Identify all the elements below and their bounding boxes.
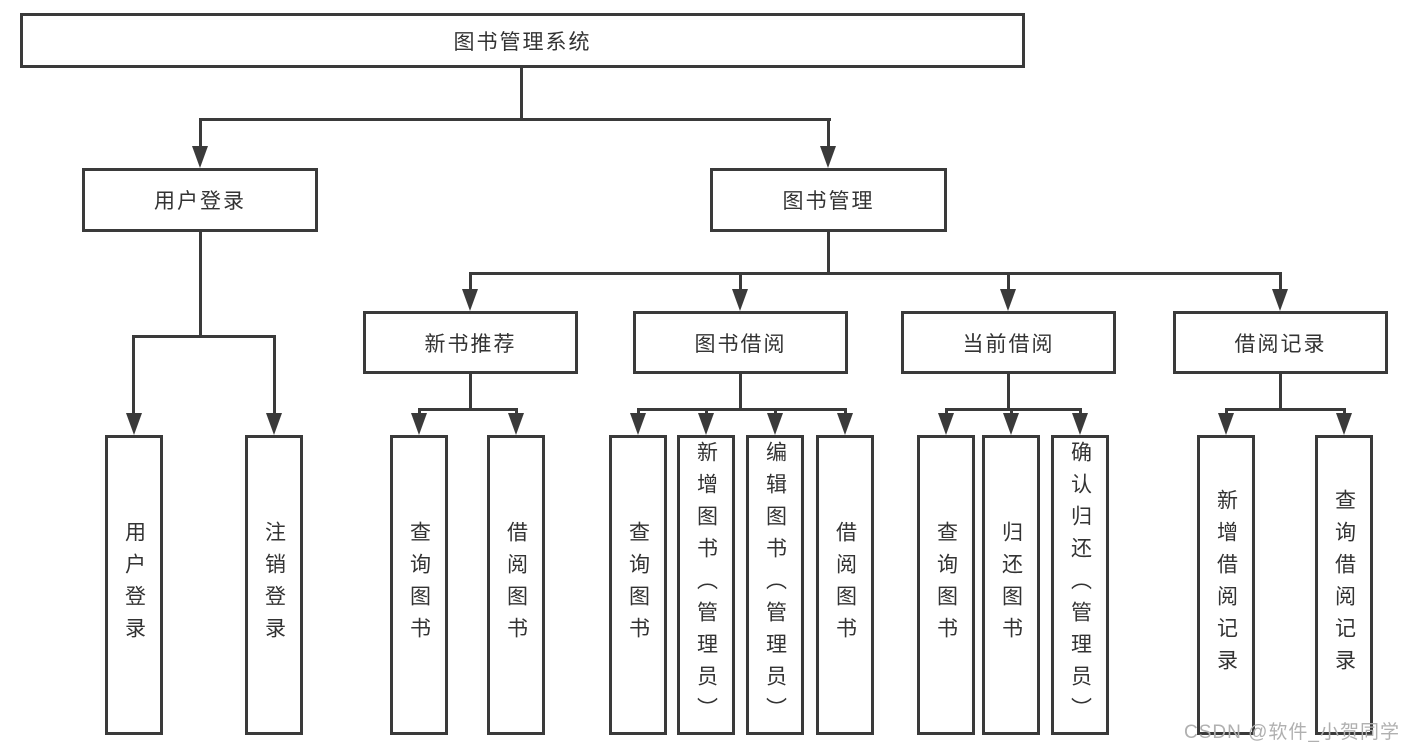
connector-line <box>199 118 202 150</box>
arrow-down-icon <box>1072 413 1088 435</box>
arrow-down-icon <box>732 289 748 311</box>
connector-line <box>469 272 1282 275</box>
leaf-query-borrow-record: 查询借阅记录 <box>1315 435 1373 735</box>
connector-line <box>945 408 948 416</box>
arrow-down-icon <box>630 413 646 435</box>
arrow-down-icon <box>192 146 208 168</box>
connector-line <box>637 408 640 416</box>
csdn-watermark: CSDN @软件_小贺同学 <box>1184 722 1400 743</box>
leaf-query-books-recommend-label: 查询图书 <box>407 521 431 649</box>
node-user-login: 用户登录 <box>82 168 318 232</box>
node-borrowing-records-label: 借阅记录 <box>1234 332 1327 356</box>
arrow-down-icon <box>462 289 478 311</box>
leaf-query-borrow-record-label: 查询借阅记录 <box>1332 489 1356 681</box>
connector-line <box>132 335 276 338</box>
connector-line <box>945 408 1082 411</box>
node-book-borrowing-label: 图书借阅 <box>694 332 787 356</box>
arrow-down-icon <box>938 413 954 435</box>
node-new-book-recommend: 新书推荐 <box>363 311 578 374</box>
leaf-query-books-current-label: 查询图书 <box>934 521 958 649</box>
leaf-query-books-recommend: 查询图书 <box>390 435 448 735</box>
node-user-login-label: 用户登录 <box>154 190 246 213</box>
connector-line <box>1279 272 1282 292</box>
connector-line <box>273 335 276 415</box>
arrow-down-icon <box>698 413 714 435</box>
leaf-confirm-return-admin: 确认归还（管理员） <box>1051 435 1109 735</box>
arrow-down-icon <box>1272 289 1288 311</box>
connector-line <box>1079 408 1082 416</box>
arrow-down-icon <box>1000 289 1016 311</box>
leaf-edit-books-admin-label: 编辑图书（管理员） <box>763 441 787 729</box>
connector-line <box>1010 408 1013 416</box>
arrow-down-icon <box>508 413 524 435</box>
connector-line <box>199 118 831 121</box>
connector-line <box>827 232 830 275</box>
node-new-book-recommend-label: 新书推荐 <box>424 332 517 356</box>
leaf-borrow-books: 借阅图书 <box>816 435 874 735</box>
node-root-system: 图书管理系统 <box>20 13 1025 68</box>
node-book-management: 图书管理 <box>710 168 947 232</box>
leaf-edit-books-admin: 编辑图书（管理员） <box>746 435 804 735</box>
leaf-borrow-books-recommend: 借阅图书 <box>487 435 545 735</box>
connector-line <box>520 68 523 121</box>
leaf-return-books: 归还图书 <box>982 435 1040 735</box>
arrow-down-icon <box>266 413 282 435</box>
arrow-down-icon <box>411 413 427 435</box>
connector-line <box>827 118 830 150</box>
leaf-return-books-label: 归还图书 <box>999 521 1023 649</box>
connector-line <box>418 408 518 411</box>
leaf-query-books-borrowing-label: 查询图书 <box>626 521 650 649</box>
node-current-borrowing: 当前借阅 <box>901 311 1116 374</box>
connector-line <box>1225 408 1228 416</box>
leaf-user-login-label: 用户登录 <box>122 521 146 649</box>
connector-line <box>1007 272 1010 292</box>
leaf-borrow-books-recommend-label: 借阅图书 <box>504 521 528 649</box>
node-borrowing-records: 借阅记录 <box>1173 311 1388 374</box>
arrow-down-icon <box>767 413 783 435</box>
leaf-add-borrow-record-label: 新增借阅记录 <box>1214 489 1238 681</box>
node-book-borrowing: 图书借阅 <box>633 311 848 374</box>
leaf-query-books-borrowing: 查询图书 <box>609 435 667 735</box>
leaf-user-login: 用户登录 <box>105 435 163 735</box>
connector-line <box>515 408 518 416</box>
connector-line <box>199 232 202 338</box>
connector-line <box>739 374 742 411</box>
leaf-add-books-admin: 新增图书（管理员） <box>677 435 735 735</box>
arrow-down-icon <box>1336 413 1352 435</box>
connector-line <box>774 408 777 416</box>
connector-line <box>705 408 708 416</box>
connector-line <box>1279 374 1282 411</box>
leaf-query-books-current: 查询图书 <box>917 435 975 735</box>
connector-line <box>132 335 135 415</box>
connector-line <box>1225 408 1346 411</box>
leaf-add-books-admin-label: 新增图书（管理员） <box>694 441 718 729</box>
arrow-down-icon <box>837 413 853 435</box>
connector-line <box>469 374 472 411</box>
connector-line <box>637 408 847 411</box>
leaf-confirm-return-admin-label: 确认归还（管理员） <box>1068 441 1092 729</box>
leaf-borrow-books-label: 借阅图书 <box>833 521 857 649</box>
node-current-borrowing-label: 当前借阅 <box>962 332 1055 356</box>
node-book-management-label: 图书管理 <box>782 190 875 213</box>
connector-line <box>1343 408 1346 416</box>
arrow-down-icon <box>820 146 836 168</box>
arrow-down-icon <box>1218 413 1234 435</box>
connector-line <box>739 272 742 292</box>
connector-line <box>844 408 847 416</box>
arrow-down-icon <box>126 413 142 435</box>
connector-line <box>418 408 421 416</box>
connector-line <box>469 272 472 292</box>
leaf-logout-label: 注销登录 <box>262 521 286 649</box>
leaf-add-borrow-record: 新增借阅记录 <box>1197 435 1255 735</box>
connector-line <box>1007 374 1010 411</box>
leaf-logout: 注销登录 <box>245 435 303 735</box>
node-root-label: 图书管理系统 <box>453 30 592 54</box>
arrow-down-icon <box>1003 413 1019 435</box>
